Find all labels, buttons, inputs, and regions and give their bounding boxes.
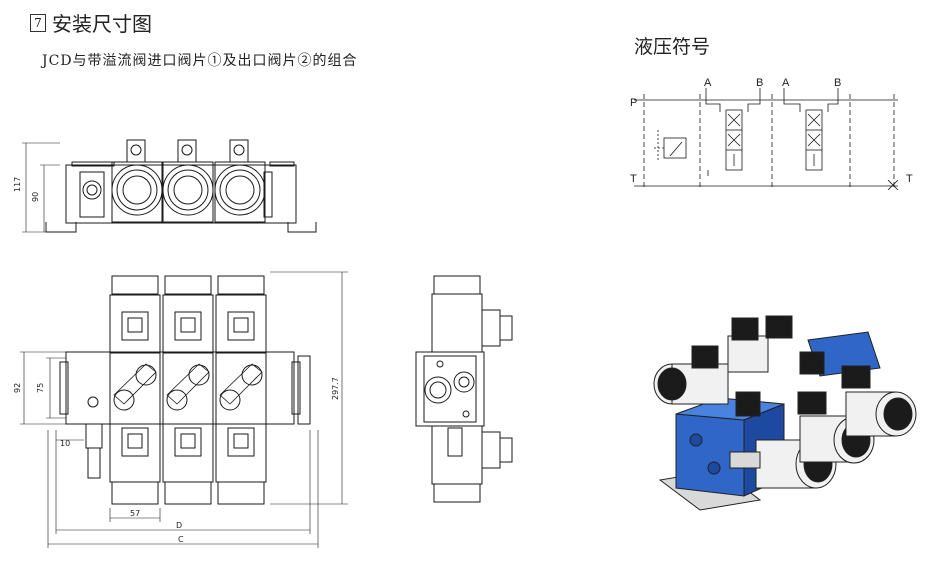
port-p: P (630, 97, 637, 109)
dim-top-57: 57 (130, 509, 140, 518)
render-coil-mid-top (727, 315, 793, 373)
dim-top-c: C (178, 535, 184, 544)
render-coil-front-3 (841, 365, 917, 437)
front-coil-3 (214, 139, 266, 223)
product-3d-render (653, 315, 917, 511)
front-coil-1 (111, 139, 163, 223)
front-view (22, 139, 317, 233)
port-a-1: A (704, 77, 712, 89)
top-view (20, 271, 348, 548)
section-title-text: 安装尺寸图 (52, 12, 152, 36)
top-section-3 (215, 275, 267, 505)
dim-front-117: 117 (13, 177, 22, 192)
port-a-2: A (782, 77, 790, 89)
top-section-1 (109, 275, 161, 505)
front-coil-2 (162, 139, 214, 223)
section-title: 7 安装尺寸图 (30, 8, 152, 37)
dim-top-75: 75 (36, 383, 45, 393)
dim-top-297: 297.7 (331, 377, 340, 400)
dim-top-10: 10 (60, 439, 70, 448)
side-view (415, 275, 513, 503)
port-b-1: B (756, 77, 763, 89)
port-t-right: T (906, 173, 913, 185)
port-b-2: B (834, 77, 841, 89)
dim-top-92: 92 (13, 383, 22, 393)
subtitle: JCD与带溢流阀进口阀片①及出口阀片②的组合 (42, 53, 358, 69)
render-coil-left (653, 345, 729, 405)
hydraulic-symbol-title: 液压符号 (634, 36, 711, 58)
section-number: 7 (30, 13, 46, 32)
port-t-left: T (630, 173, 637, 185)
hydraulic-schematic (634, 88, 899, 191)
dim-front-90: 90 (31, 192, 40, 202)
dim-top-d: D (176, 521, 182, 530)
top-section-2 (162, 275, 214, 505)
